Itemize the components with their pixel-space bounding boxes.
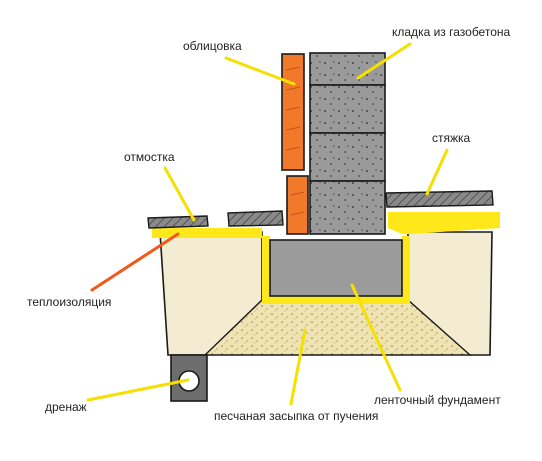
blind-area-slab-1 — [147, 215, 209, 229]
facing-brick-upper — [281, 53, 305, 171]
insulation-right — [388, 212, 500, 234]
strip-foundation-body — [269, 239, 403, 297]
label-strip-foundation: ленточный фундамент — [374, 393, 501, 407]
masonry-block-3 — [309, 132, 386, 182]
pointer-sand-backfill — [289, 328, 307, 406]
pointer-drainage — [86, 378, 190, 402]
masonry-block-4 — [309, 180, 386, 235]
insulation-left — [152, 228, 268, 300]
insulation-u — [262, 236, 410, 304]
masonry-block-2 — [309, 84, 386, 134]
label-sand-backfill: песчаная засыпка от пучения — [214, 409, 378, 423]
screed-slab — [385, 190, 494, 208]
label-blind-area: отмостка — [124, 150, 175, 164]
blind-area-slab-2 — [227, 210, 284, 227]
label-insulation: теплоизоляция — [27, 295, 111, 309]
pointer-facing — [224, 56, 296, 86]
pointer-foundation — [350, 283, 402, 392]
facing-brick-lower — [286, 175, 309, 235]
pointer-blind-area — [163, 166, 196, 222]
label-drainage: дренаж — [45, 400, 87, 414]
pointer-insulation — [90, 232, 180, 292]
label-facing: облицовка — [183, 39, 242, 53]
pointer-masonry — [356, 42, 412, 80]
pointer-screed — [425, 148, 449, 196]
label-screed: стяжка — [432, 131, 471, 145]
facing-brick-marks — [285, 66, 305, 216]
label-masonry: кладка из газобетона — [392, 25, 510, 39]
